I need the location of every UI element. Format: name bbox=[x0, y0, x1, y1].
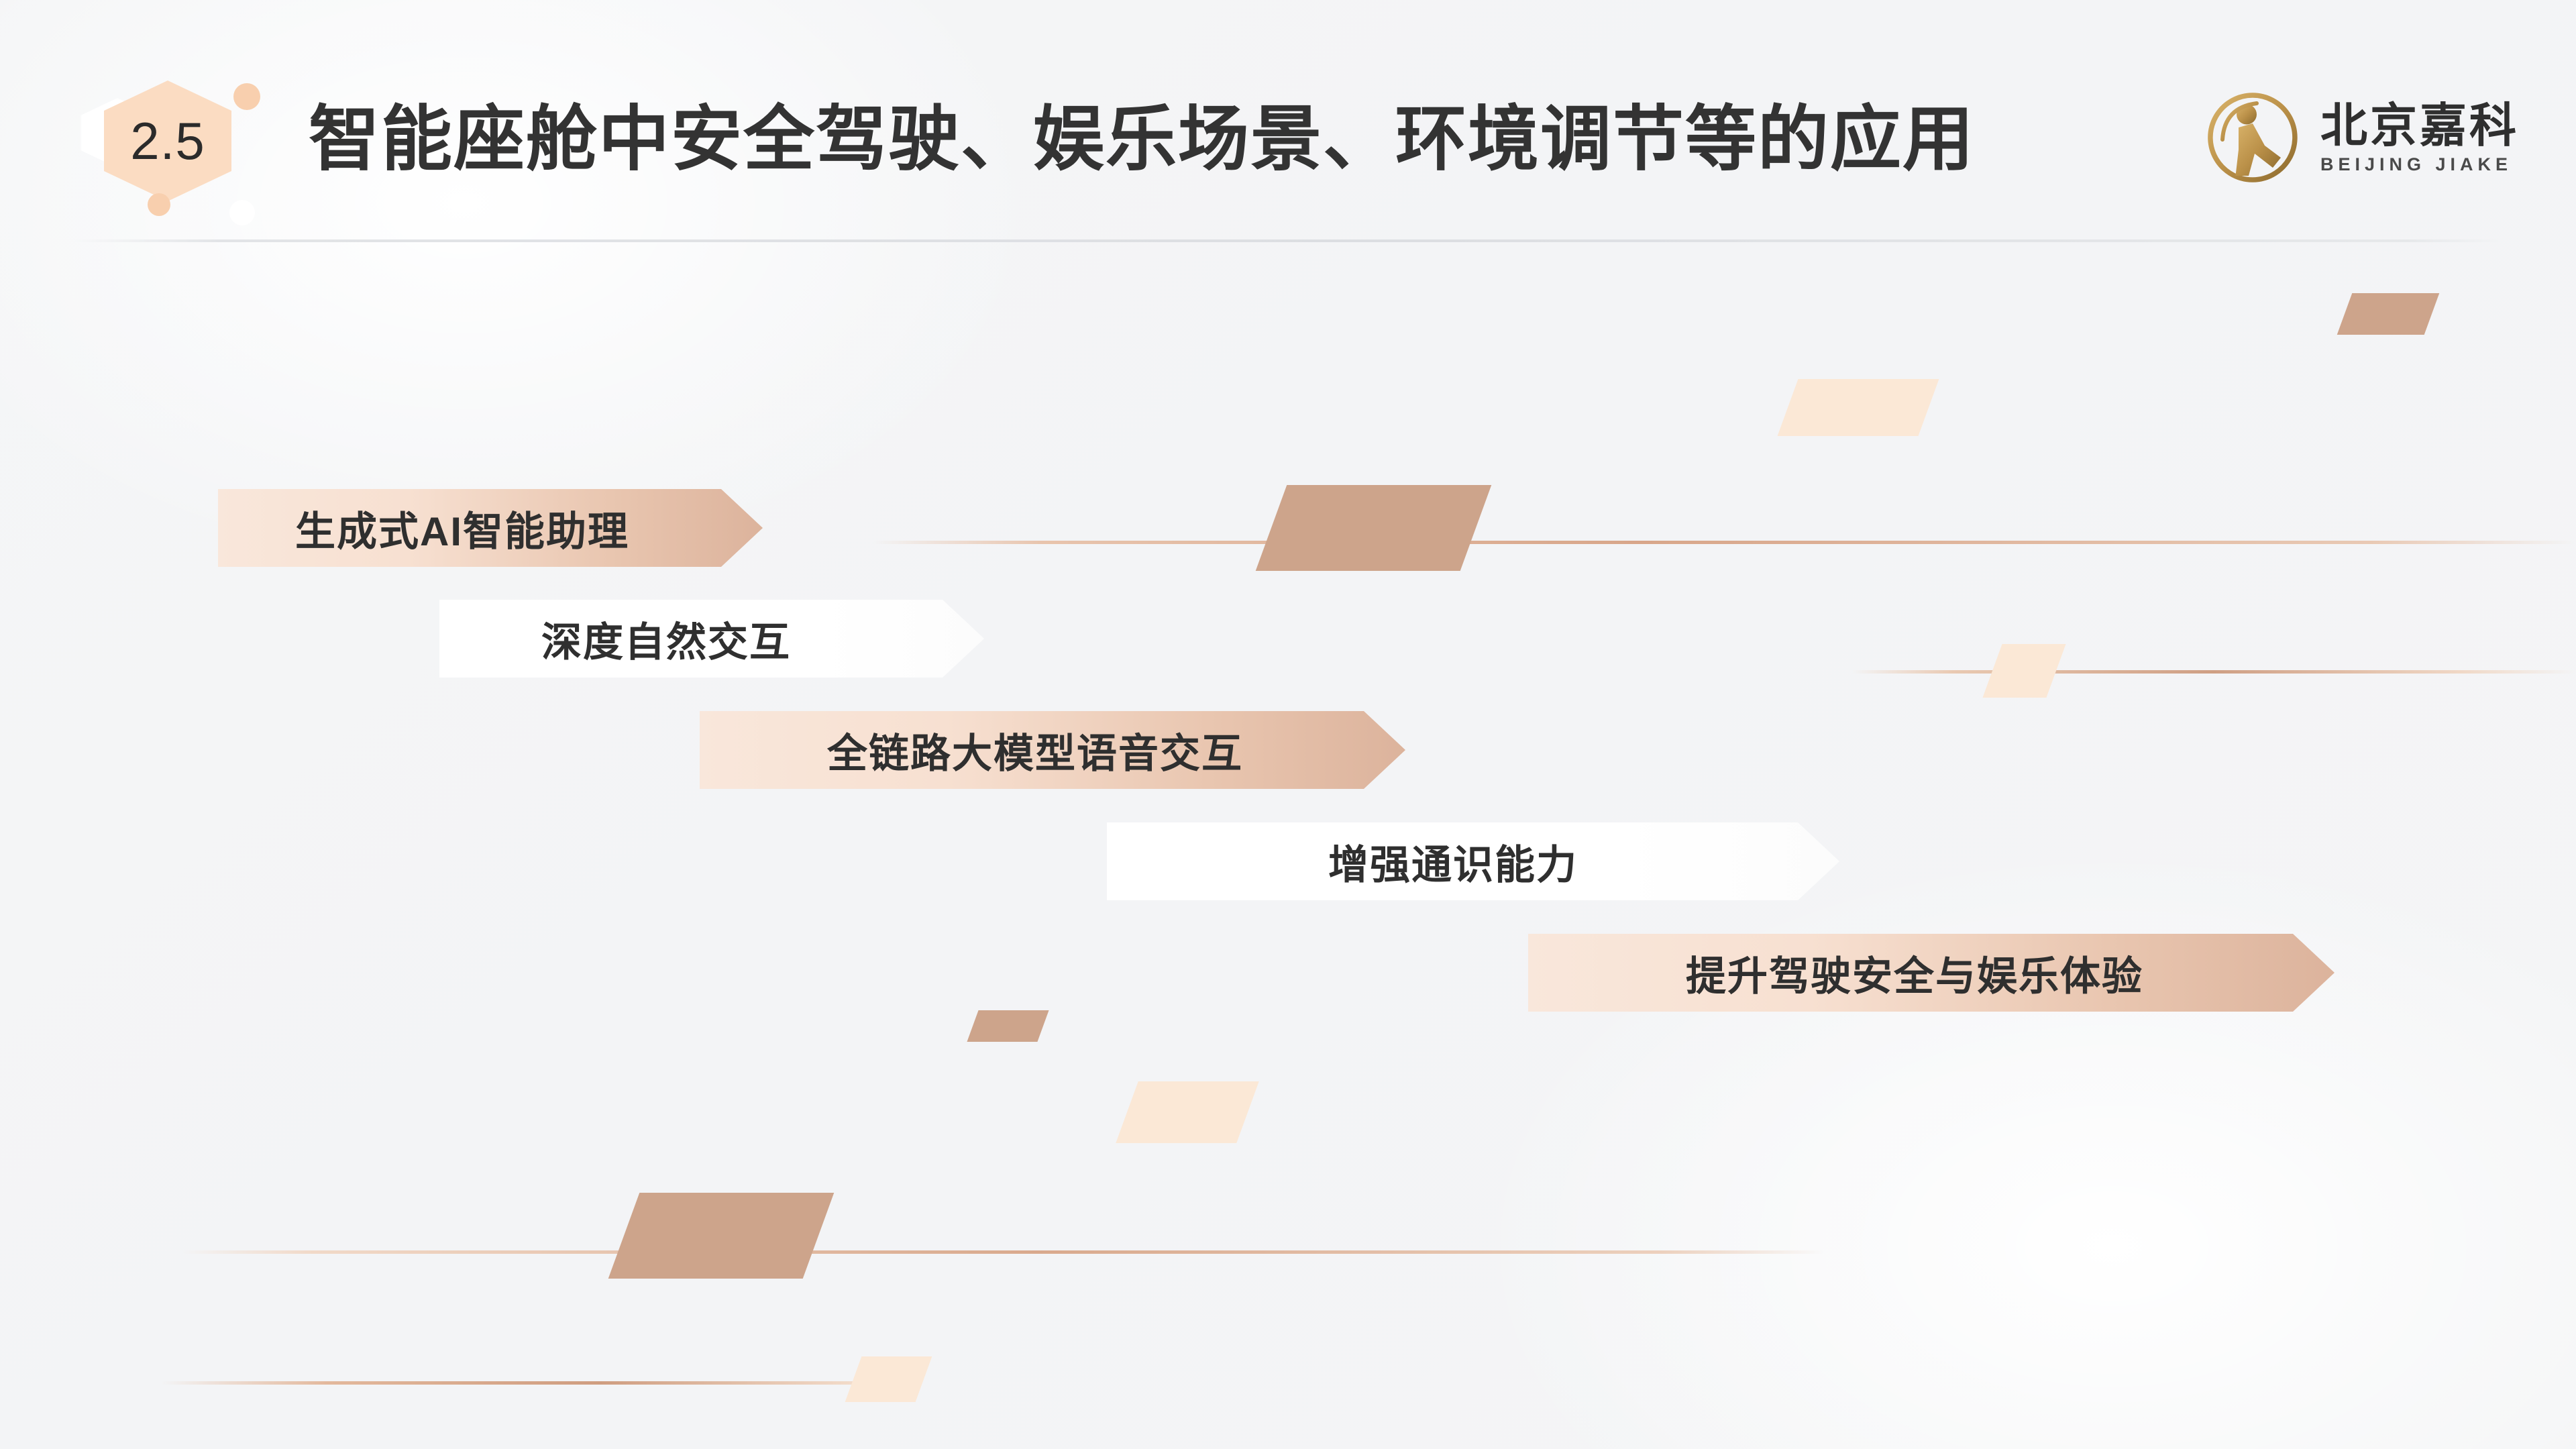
process-banner-5[interactable]: 提升驾驶安全与娱乐体验 bbox=[1528, 934, 2334, 1012]
process-banner-2-label: 深度自然交互 bbox=[541, 619, 791, 665]
banner-3-shape bbox=[700, 711, 1405, 789]
section-badge: 2.5 bbox=[80, 74, 260, 225]
page-title: 智能座舱中安全驾驶、娱乐场景、环境调节等的应用 bbox=[309, 100, 1975, 179]
banner-5-shape bbox=[1528, 934, 2334, 1012]
process-banner-4[interactable]: 增强通识能力 bbox=[1107, 822, 1839, 900]
process-banner-5-label: 提升驾驶安全与娱乐体验 bbox=[1686, 953, 2143, 999]
brand-logo: 北京嘉科 BEIJING JIAKE bbox=[2202, 87, 2519, 188]
process-banner-3-label: 全链路大模型语音交互 bbox=[827, 731, 1243, 776]
logo-wordmark: 北京嘉科 BEIJING JIAKE bbox=[2320, 102, 2519, 174]
banner-4-shape bbox=[1107, 822, 1839, 900]
logo-name-cn: 北京嘉科 bbox=[2320, 99, 2519, 152]
process-banner-1[interactable]: 生成式AI智能助理 bbox=[218, 489, 763, 567]
process-banner-4-label: 增强通识能力 bbox=[1328, 842, 1578, 888]
logo-emblem-icon bbox=[2202, 87, 2303, 188]
logo-name-en: BEIJING JIAKE bbox=[2320, 154, 2513, 174]
process-banner-1-label: 生成式AI智能助理 bbox=[295, 508, 629, 554]
banner-1-shape bbox=[218, 489, 763, 567]
decor-dot-white bbox=[229, 200, 255, 225]
section-number-label: 2.5 bbox=[130, 111, 205, 170]
decor-dot-peach-top bbox=[233, 83, 260, 110]
process-banner-2[interactable]: 深度自然交互 bbox=[439, 600, 984, 678]
slide-header: 2.5 智能座舱中安全驾驶、娱乐场景、环境调节等的应用 bbox=[0, 0, 2576, 242]
banner-2-shape bbox=[439, 600, 984, 678]
decor-dot-peach-bottom bbox=[148, 193, 170, 216]
header-divider bbox=[74, 239, 2502, 242]
process-banner-3[interactable]: 全链路大模型语音交互 bbox=[700, 711, 1405, 789]
